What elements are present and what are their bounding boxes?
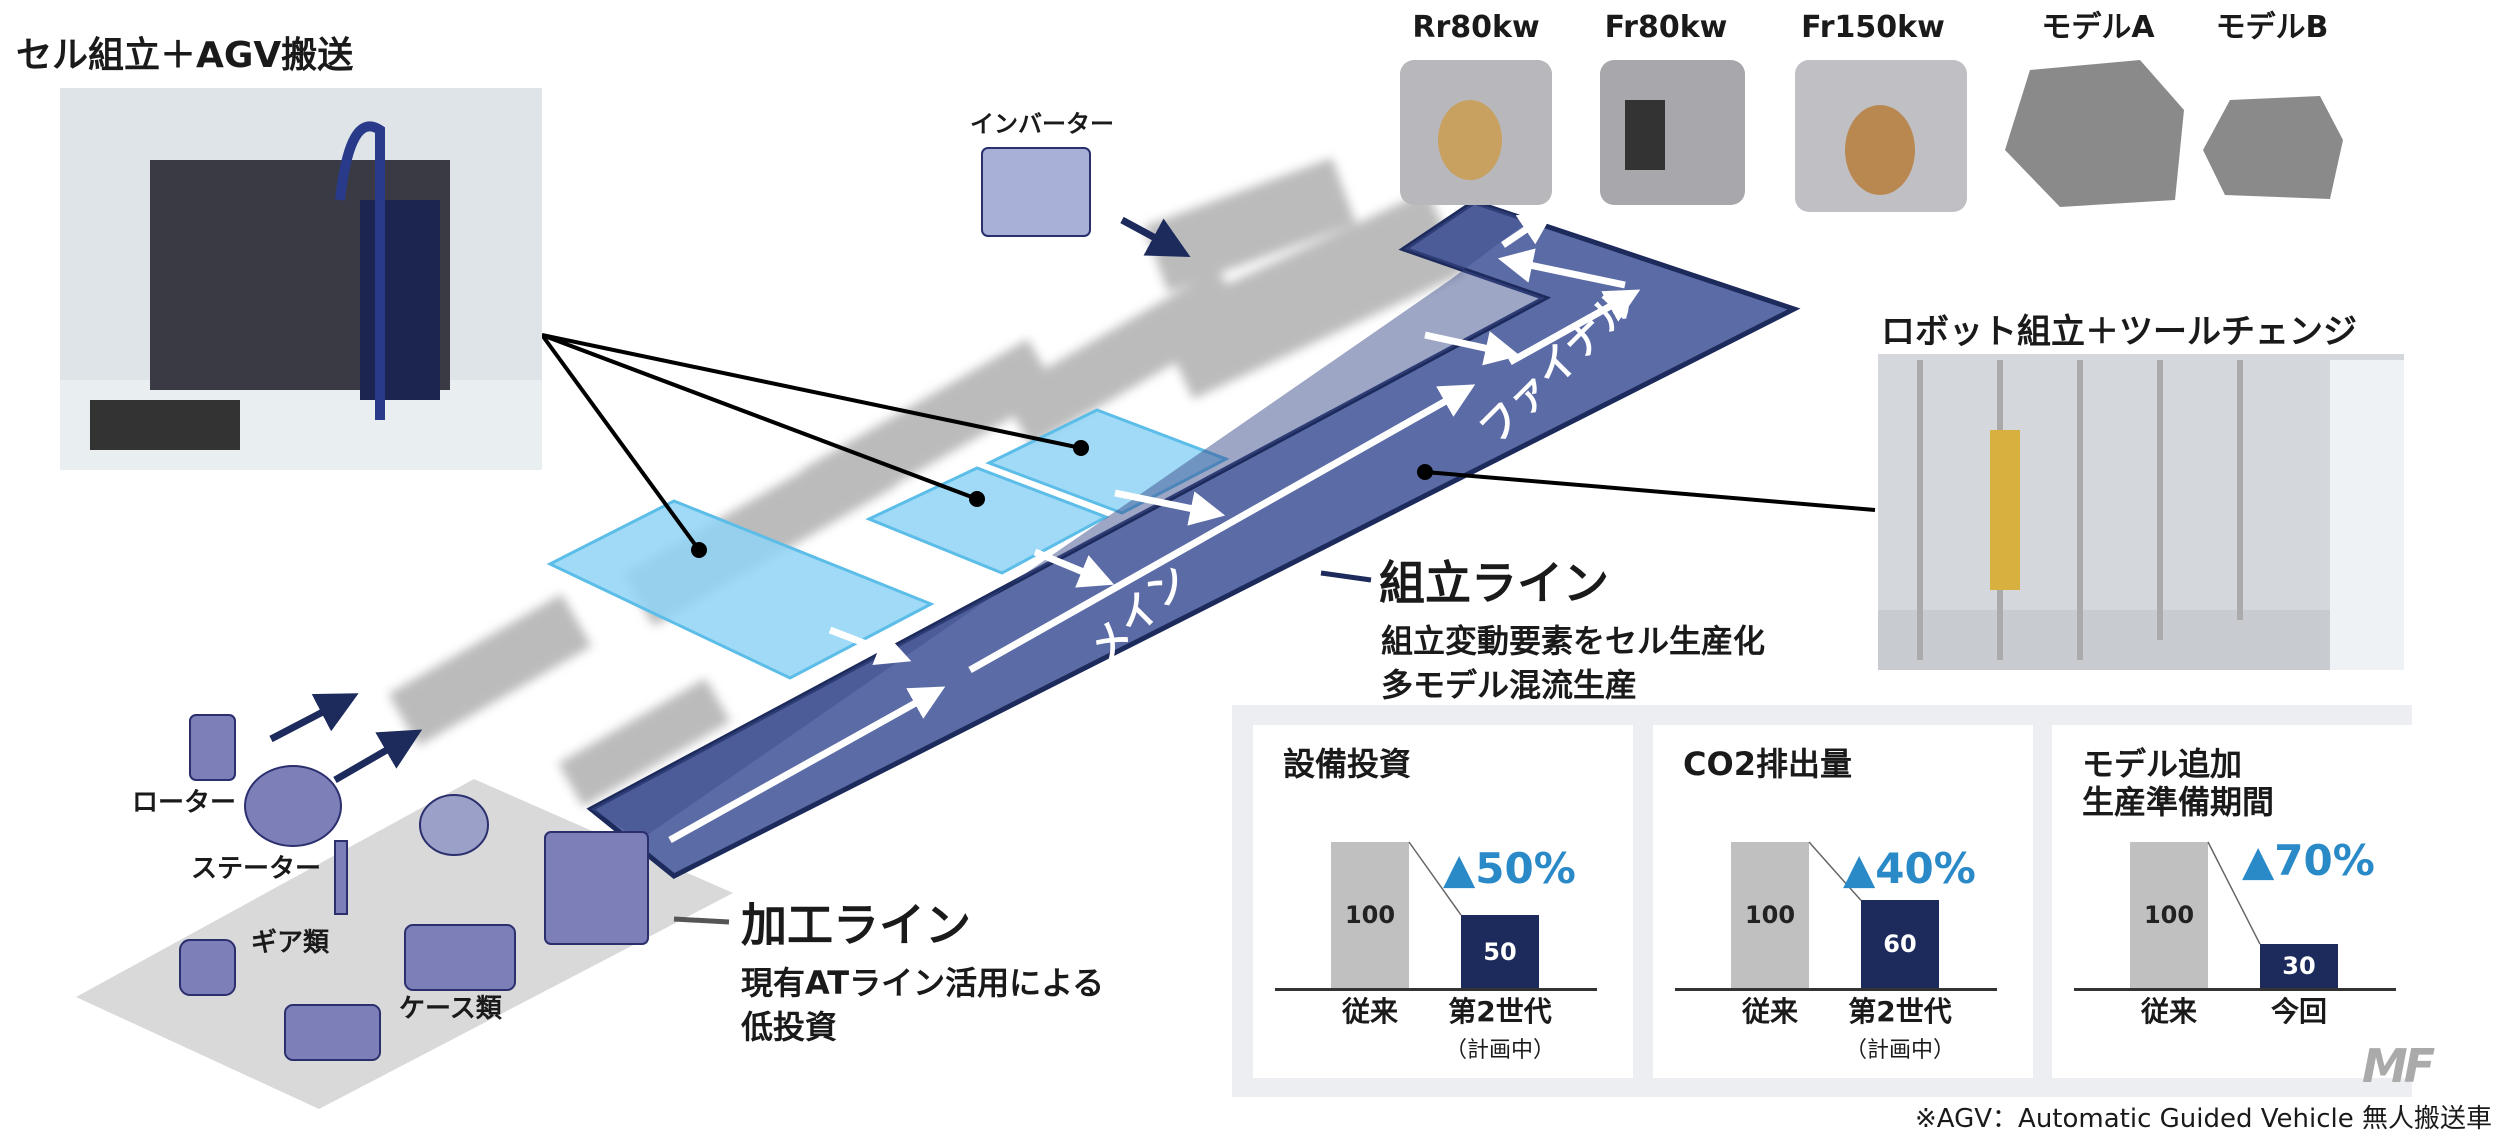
category-label: 今回: [2270, 995, 2327, 1028]
parts: [179, 147, 1091, 1061]
category-label: 従来: [1741, 995, 1798, 1028]
stator-label: ステーター: [191, 854, 322, 884]
model-a-silhouette: [2005, 60, 2184, 207]
flow-arrows: [668, 210, 1641, 844]
rotor-icon: [189, 714, 236, 781]
machining-line-desc-1: 現有ATライン活用による: [741, 964, 1105, 1002]
model-label: Fr150kw: [1801, 10, 1945, 45]
inverter-label: インバーター: [970, 110, 1114, 138]
reduction-percent: ▲50%: [1443, 844, 1576, 893]
belt-main-channel: [591, 202, 1545, 840]
model-label: モデルA: [2041, 10, 2155, 45]
motor-images: [1400, 60, 2343, 212]
category-label: 従来: [1341, 995, 1398, 1028]
category-sublabel: （計画中）: [1844, 1038, 1955, 1063]
reduction-connector: [2207, 841, 2261, 945]
cell-area-1: [546, 499, 935, 680]
model-label: モデルB: [2215, 10, 2329, 45]
chart-bar: 100: [2130, 842, 2208, 988]
robot-assembly-photo: [1878, 354, 2404, 670]
inverter-image: [981, 147, 1091, 237]
cell-assembly-title: セル組立＋AGV搬送: [16, 35, 354, 76]
reduction-connector: [1808, 841, 1862, 901]
bar-value-label: 100: [1744, 901, 1796, 929]
connector-line: [1408, 841, 1462, 916]
reduction-percent: ▲40%: [1843, 844, 1976, 893]
chart-baseline: [1675, 988, 1997, 991]
case-icon-1: [404, 924, 516, 991]
robot-assembly-title: ロボット組立＋ツールチェンジ: [1881, 312, 2357, 352]
case-icon-2: [284, 1004, 381, 1061]
bar-value-label: 30: [2282, 951, 2316, 980]
transmission-icon: [544, 831, 649, 945]
kpi-title: CO2排出量: [1683, 745, 1852, 783]
motor-fr80kw-image: [1600, 60, 1745, 205]
footnote: ※AGV：Automatic Guided Vehicle 無人搬送車: [1914, 1104, 2492, 1134]
category-label: 従来: [2140, 995, 2197, 1028]
chart-bar: 100: [1731, 842, 1809, 988]
assembly-line-desc-2: 多モデル混流生産: [1381, 666, 1638, 704]
kpi-title-line: モデル追加: [2082, 745, 2243, 783]
chart-baseline: [2074, 988, 2396, 991]
category-label: 第2世代: [1848, 995, 1952, 1028]
machining-line-title: 加工ライン: [741, 898, 971, 952]
chart-bar: 50: [1461, 915, 1539, 988]
machining-line-desc-2: 低投資: [741, 1008, 838, 1046]
model-label: Rr80kw: [1412, 10, 1540, 45]
chart-bar: 60: [1861, 900, 1939, 988]
assembly-line-title: 組立ライン: [1379, 556, 1609, 610]
kpi-card: CO2排出量 100 従来 60 第2世代 （計画中） ▲40%: [1653, 725, 2033, 1078]
bar-value-label: 50: [1483, 937, 1517, 966]
kpi-title: 設備投資: [1283, 745, 1412, 783]
cell-assembly-photo: [60, 88, 542, 470]
gears-label: ギア類: [251, 928, 330, 958]
model-b-silhouette: [2203, 96, 2343, 199]
category-label: 第2世代: [1448, 995, 1552, 1028]
kpi-title-line: 生産準備期間: [2082, 783, 2275, 821]
reduction-connector: [1408, 841, 1462, 916]
category-sublabel: （計画中）: [1444, 1038, 1555, 1063]
bar-value-label: 100: [1344, 901, 1396, 929]
connector-line: [2207, 841, 2261, 945]
shaft-icon: [334, 840, 348, 915]
bar-value-label: 60: [1883, 930, 1917, 959]
leader-lines: [540, 333, 1876, 552]
mf-logo: MF: [2362, 1039, 2435, 1093]
cases-label: ケース類: [399, 994, 502, 1024]
kpi-title: モデル追加生産準備期間: [2082, 745, 2274, 821]
assembly-line-desc-1: 組立変動要素をセル生産化: [1381, 622, 1766, 660]
chart-bar: 100: [1331, 842, 1409, 988]
blurred-machines: [388, 157, 1465, 807]
chart-bar: 30: [2260, 944, 2338, 988]
stator-icon: [244, 765, 342, 847]
gear-ring-icon: [419, 794, 489, 856]
chart-baseline: [1275, 988, 1597, 991]
reduction-percent: ▲70%: [2242, 836, 2375, 885]
bar-value-label: 100: [2143, 901, 2195, 929]
small-gear-icon: [179, 939, 236, 996]
connector-line: [1808, 841, 1862, 901]
rotor-label: ローター: [132, 788, 237, 818]
kpi-card: 設備投資 100 従来 50 第2世代 （計画中） ▲50%: [1253, 725, 1633, 1078]
kpi-card: モデル追加生産準備期間 100 従来 30 今回 ▲70%: [2052, 725, 2432, 1078]
model-label: Fr80kw: [1604, 10, 1728, 45]
